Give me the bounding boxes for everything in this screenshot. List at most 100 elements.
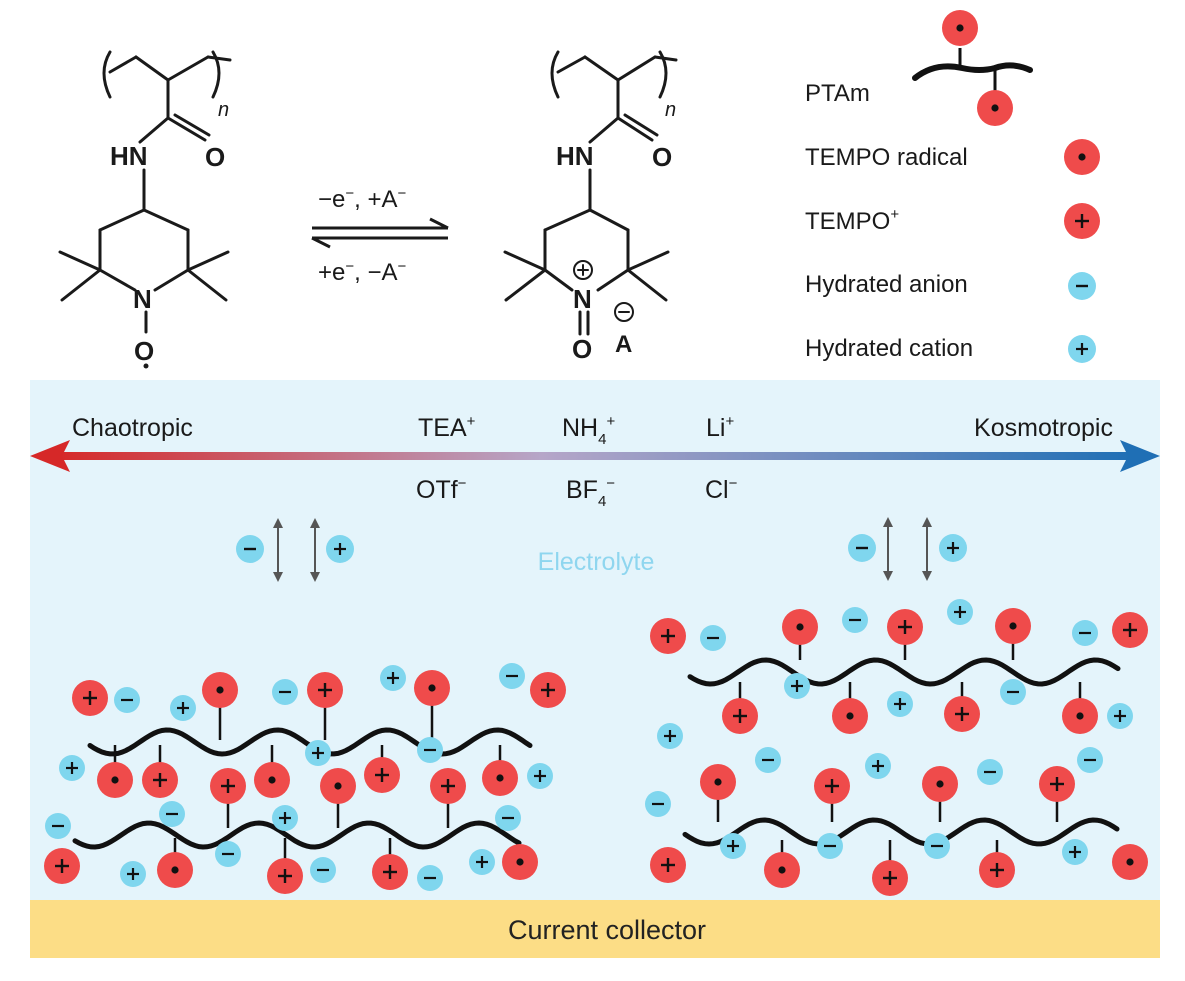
legend: PTAm TEMPO radical TEMPO+ Hydrated anion… — [805, 10, 1100, 363]
left-nh-label: HN — [110, 141, 148, 171]
ion-particles — [44, 599, 1148, 896]
hydrated-anion-particle — [159, 801, 185, 827]
polymer-chain-right-upper — [687, 657, 1121, 687]
hydrated-cation-particle — [865, 753, 891, 779]
hydrated-anion-particle — [1000, 679, 1026, 705]
tempo-plus-particle — [307, 672, 343, 708]
hydrated-cation-particle — [120, 861, 146, 887]
left-carbonyl-o: O — [205, 142, 225, 172]
left-subscript-n: n — [218, 99, 229, 121]
hydrated-anion-particle — [417, 737, 443, 763]
hydrated-cation-particle — [272, 805, 298, 831]
hydrated-anion-particle — [924, 833, 950, 859]
hydrated-anion-particle — [842, 607, 868, 633]
right-n-label: N — [573, 284, 592, 314]
hofmeister-scale-arrow — [30, 440, 1160, 472]
hydrated-cation-particle — [1062, 839, 1088, 865]
legend-label-hydrated-cation: Hydrated cation — [805, 335, 973, 362]
hydrated-cation-particle — [59, 755, 85, 781]
ion-exchange-right — [848, 517, 967, 581]
left-radical-dot — [143, 363, 149, 369]
hydrated-cation-particle — [469, 849, 495, 875]
hydrated-cation-particle — [170, 695, 196, 721]
right-subscript-n: n — [665, 99, 676, 121]
anion-cl: Cl− — [705, 475, 738, 504]
tempo-radical-structure — [58, 50, 232, 334]
right-anion-label: A — [615, 331, 632, 358]
polymer-chain-right-lower — [682, 817, 1120, 847]
hydrated-anion-particle — [700, 625, 726, 651]
hydrated-anion-particle — [977, 759, 1003, 785]
tempo-plus-particle — [72, 680, 108, 716]
tempo-radical-particle — [764, 852, 800, 888]
legend-label-ptam: PTAm — [805, 80, 870, 107]
tempo-radical-particle — [1062, 698, 1098, 734]
tempo-plus-particle — [722, 698, 758, 734]
hydrated-anion-particle — [645, 791, 671, 817]
tempo-plus-particle — [814, 768, 850, 804]
tempo-radical-particle — [782, 609, 818, 645]
hydrated-cation-particle — [887, 691, 913, 717]
hydrated-anion-particle — [817, 833, 843, 859]
legend-label-tempo-plus: TEMPO+ — [805, 206, 899, 235]
tempo-plus-particle — [44, 848, 80, 884]
right-carbonyl-o: O — [652, 142, 672, 172]
legend-symbol-ptam-chain — [912, 10, 1033, 126]
tempo-radical-particle — [254, 762, 290, 798]
legend-symbol-anion — [1068, 272, 1096, 300]
hydrated-cation-particle — [380, 665, 406, 691]
tempo-plus-particle — [872, 860, 908, 896]
tempo-plus-particle — [887, 609, 923, 645]
legend-symbol-radical — [1064, 139, 1100, 175]
ion-exchange-left — [236, 518, 354, 582]
cation-tea: TEA+ — [418, 413, 476, 442]
tempo-radical-particle — [202, 672, 238, 708]
cation-li: Li+ — [706, 413, 734, 442]
equilibrium-arrows — [311, 217, 449, 249]
hydrated-anion-particle — [215, 841, 241, 867]
right-nh-label: HN — [556, 141, 594, 171]
tempo-plus-particle — [267, 858, 303, 894]
tempo-radical-particle — [922, 766, 958, 802]
hydrated-anion-particle — [499, 663, 525, 689]
hydrated-anion-particle — [272, 679, 298, 705]
current-collector-label: Current collector — [508, 915, 706, 945]
current-collector — [30, 900, 1160, 958]
hydrated-cation-particle — [720, 833, 746, 859]
tempo-plus-particle — [979, 852, 1015, 888]
electrolyte-panel — [30, 380, 1160, 900]
backward-conditions: +e−, −A− — [318, 258, 407, 286]
hydrated-cation-particle — [1107, 703, 1133, 729]
tempo-radical-particle — [414, 670, 450, 706]
hydrated-anion-particle — [114, 687, 140, 713]
tempo-radical-particle — [320, 768, 356, 804]
tempo-plus-particle — [372, 854, 408, 890]
legend-symbol-cation — [1068, 335, 1096, 363]
polymer-chain-left-lower — [72, 820, 522, 850]
tempo-radical-particle — [832, 698, 868, 734]
tempo-plus-particle — [530, 672, 566, 708]
hydrated-anion-particle — [310, 857, 336, 883]
tempo-radical-particle — [700, 764, 736, 800]
kosmotropic-label: Kosmotropic — [974, 414, 1113, 442]
tempo-plus-particle — [1112, 612, 1148, 648]
hydrated-anion-particle — [755, 747, 781, 773]
left-n-label: N — [133, 284, 152, 314]
tempo-radical-particle — [995, 608, 1031, 644]
tempo-plus-particle — [430, 768, 466, 804]
chaotropic-label: Chaotropic — [72, 414, 193, 442]
tempo-radical-particle — [482, 760, 518, 796]
hydrated-anion-particle — [1077, 747, 1103, 773]
legend-label-hydrated-anion: Hydrated anion — [805, 271, 968, 298]
hydrated-cation-particle — [305, 740, 331, 766]
hydrated-anion-particle — [417, 865, 443, 891]
right-o-label: O — [572, 334, 592, 364]
hydrated-anion-particle — [1072, 620, 1098, 646]
hydrated-cation-particle — [784, 673, 810, 699]
electrolyte-label: Electrolyte — [538, 548, 655, 576]
hydrated-cation-particle — [527, 763, 553, 789]
hydrated-cation-particle — [657, 723, 683, 749]
hydrated-cation-particle — [947, 599, 973, 625]
tempo-plus-particle — [944, 696, 980, 732]
